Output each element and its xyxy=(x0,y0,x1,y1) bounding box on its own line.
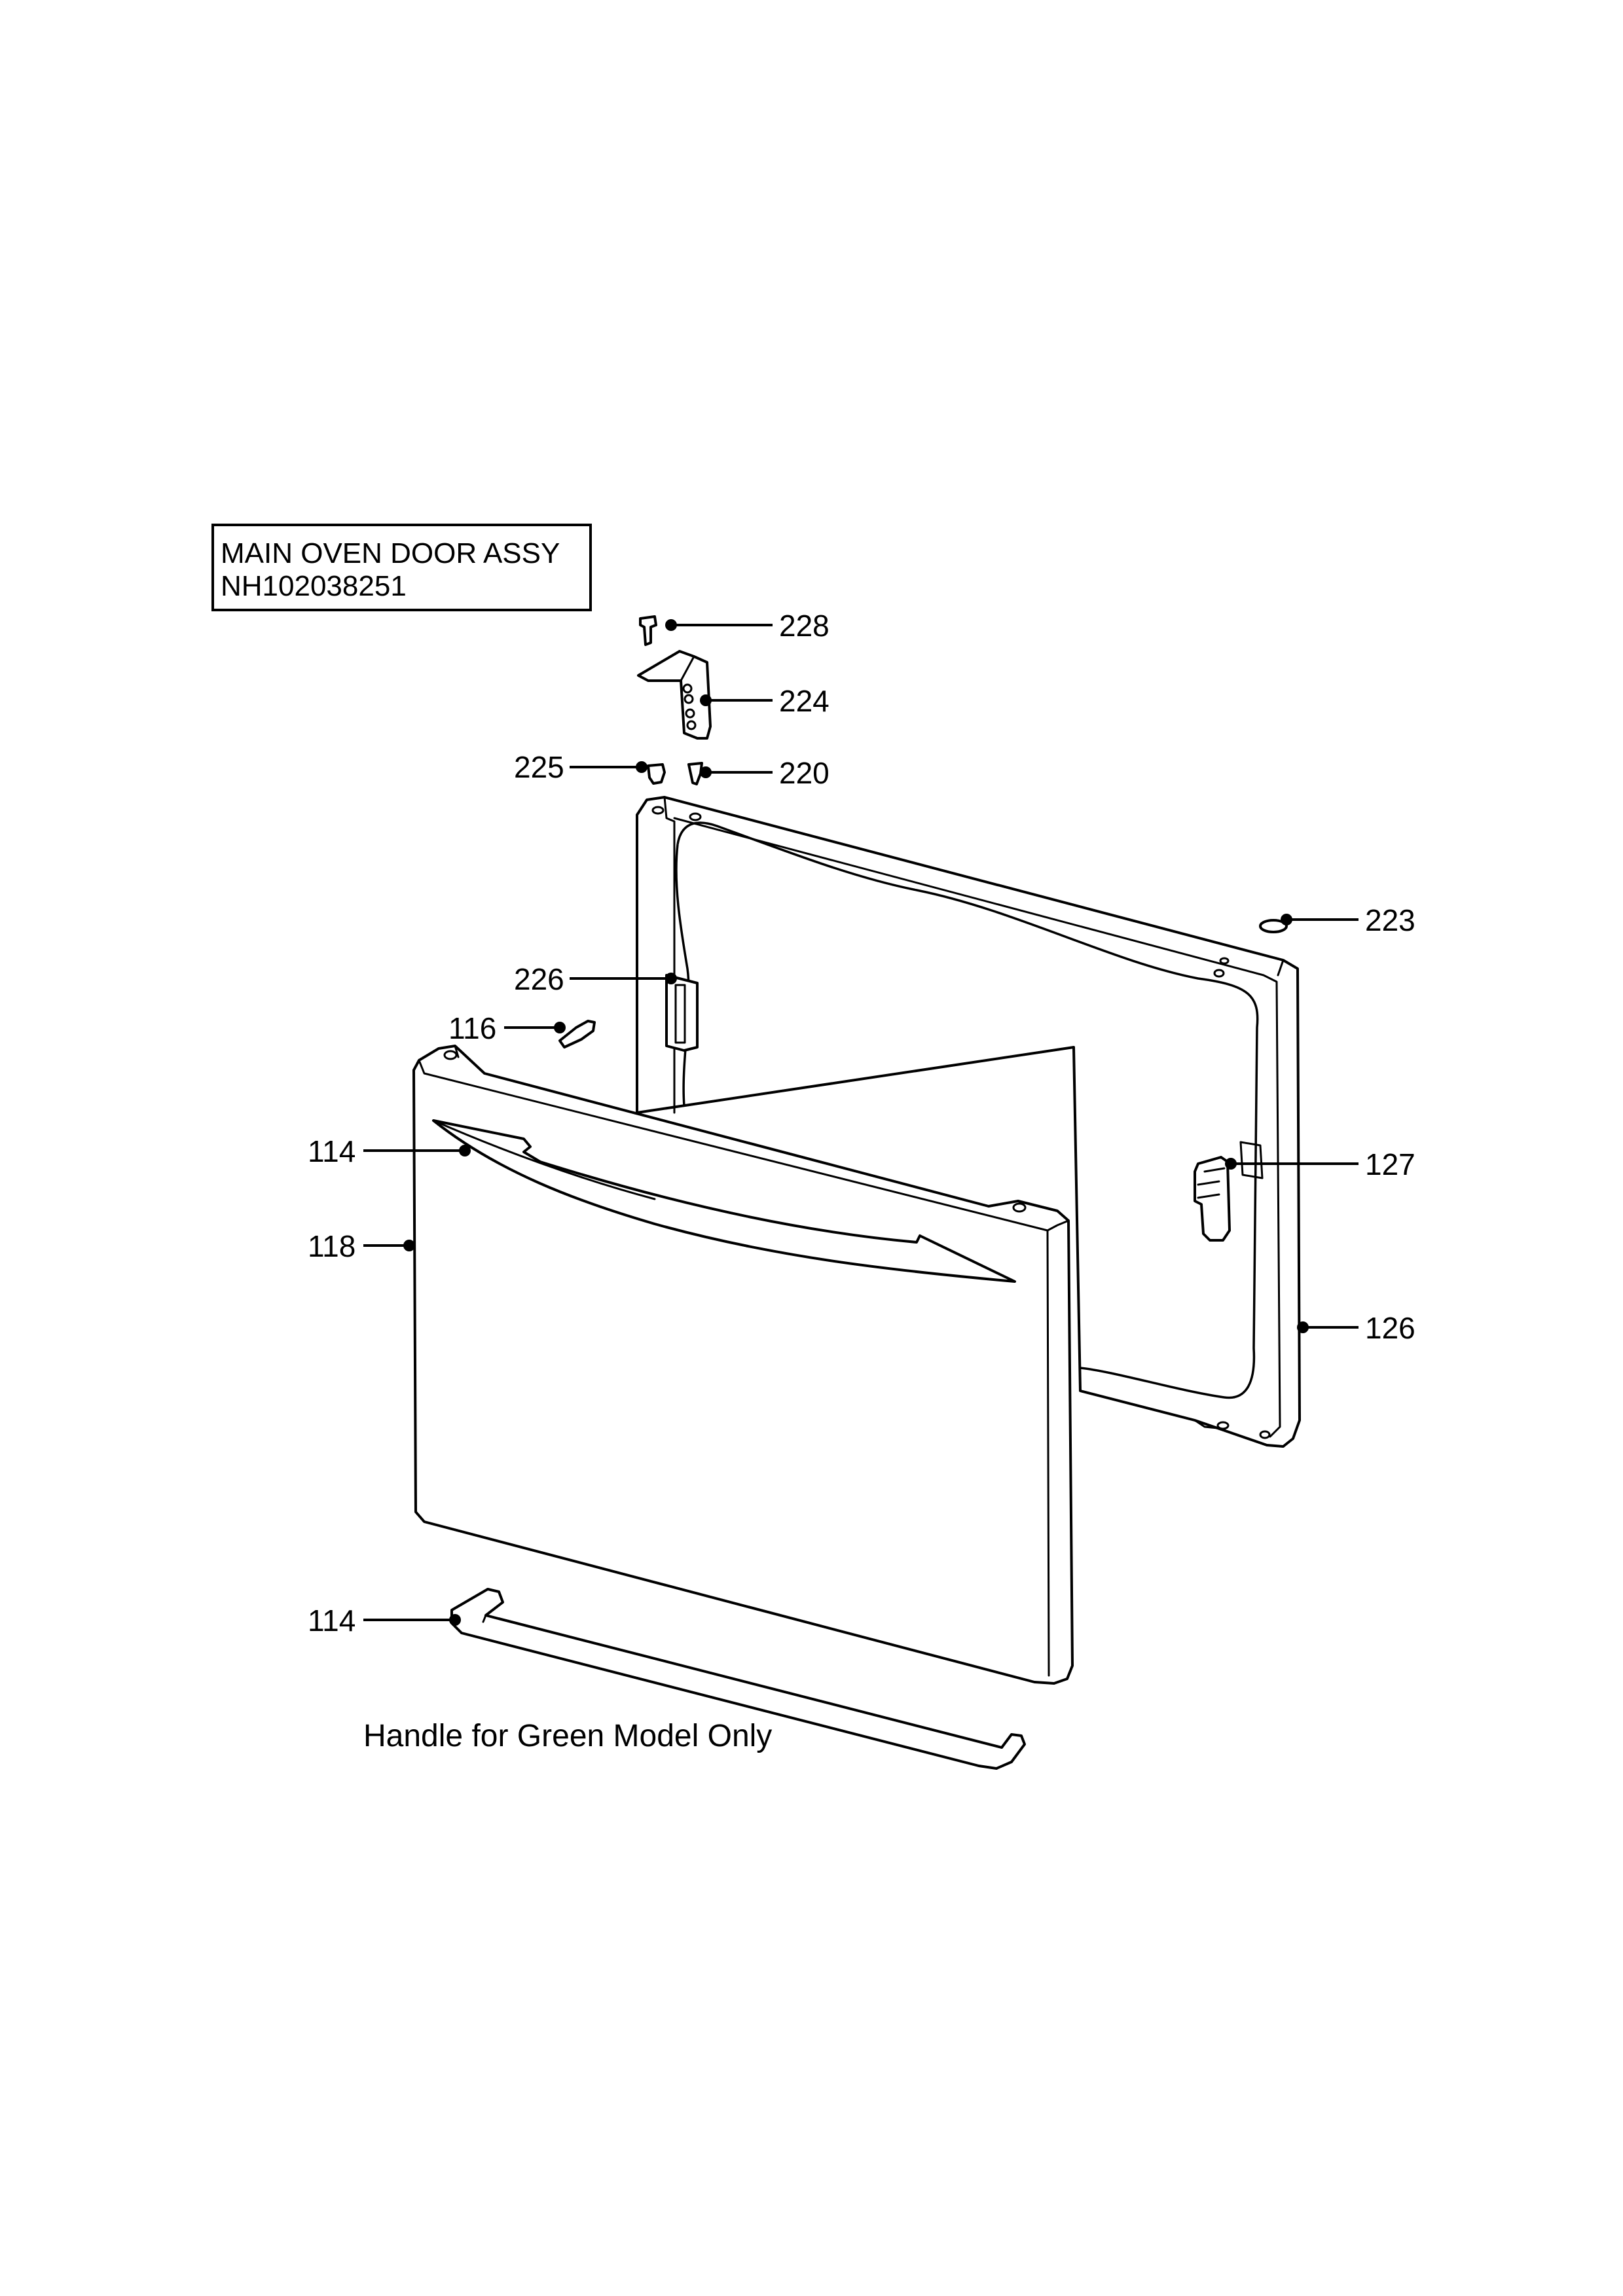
title-line-2: NH102038251 xyxy=(221,570,407,602)
green-model-caption: Handle for Green Model Only xyxy=(363,1719,772,1753)
callout-label-116: 116 xyxy=(448,1011,496,1045)
callout-116: 116 xyxy=(448,1011,566,1045)
callout-228: 228 xyxy=(665,609,830,643)
callout-label-228: 228 xyxy=(779,609,830,643)
callout-223: 223 xyxy=(1281,903,1415,937)
bush-225 xyxy=(647,763,666,785)
title-block: MAIN OVEN DOOR ASSY NH102038251 xyxy=(211,524,592,611)
screw-116 xyxy=(558,1020,596,1049)
callout-114-handle: 114 xyxy=(308,1134,471,1168)
callout-label-127: 127 xyxy=(1365,1147,1415,1181)
callout-114-green: 114 xyxy=(308,1604,461,1638)
callout-label-224: 224 xyxy=(779,684,830,718)
outer-door-panel xyxy=(412,1045,1074,1685)
callout-226: 226 xyxy=(514,962,677,996)
door-latch-127 xyxy=(1194,1141,1264,1242)
title-line-1: MAIN OVEN DOOR ASSY xyxy=(221,537,560,569)
callout-label-223: 223 xyxy=(1365,903,1415,937)
callout-label-226: 226 xyxy=(514,962,564,996)
callout-127: 127 xyxy=(1225,1147,1415,1181)
inner-door-panel xyxy=(636,796,1301,1448)
callout-label-126: 126 xyxy=(1365,1311,1415,1345)
hinge-receiver-226 xyxy=(665,974,699,1052)
callout-225: 225 xyxy=(514,750,647,784)
callout-label-220: 220 xyxy=(779,756,830,790)
screw-228 xyxy=(639,615,657,646)
green-model-handle xyxy=(450,1588,1026,1770)
hinge-bracket-224 xyxy=(637,650,712,740)
callout-label-114-handle: 114 xyxy=(308,1134,356,1168)
callout-label-225: 225 xyxy=(514,750,564,784)
callout-126: 126 xyxy=(1297,1311,1415,1345)
callout-224: 224 xyxy=(700,684,830,718)
pin-220 xyxy=(687,762,703,785)
callout-label-114-green: 114 xyxy=(308,1604,356,1638)
callout-label-118: 118 xyxy=(308,1229,356,1263)
washer-223 xyxy=(1259,919,1288,933)
callout-220: 220 xyxy=(700,756,830,790)
callout-118: 118 xyxy=(308,1229,415,1263)
